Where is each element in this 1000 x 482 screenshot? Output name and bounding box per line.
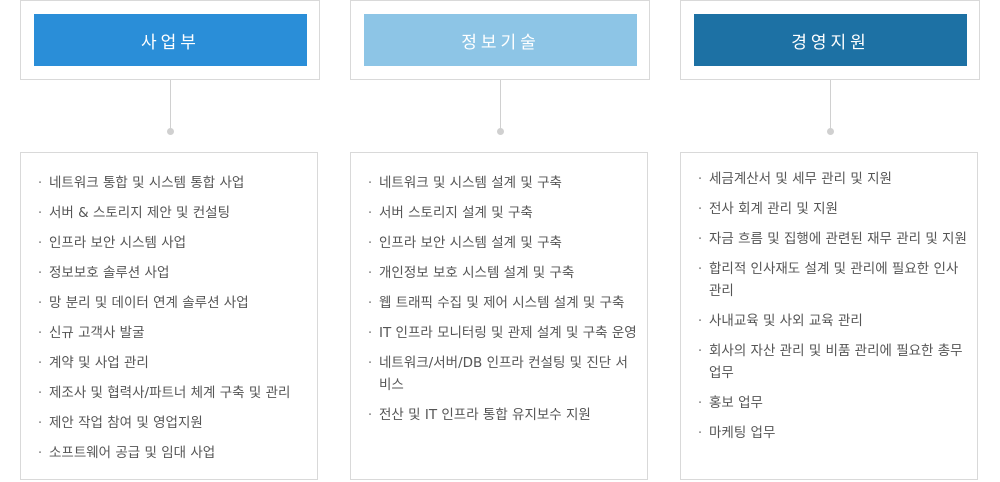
list-item: ·자금 흐름 및 집행에 관련된 재무 관리 및 지원 [681, 228, 977, 250]
bullet-icon: · [697, 343, 703, 359]
duty-list: ·네트워크 및 시스템 설계 및 구축 ·서버 스토리지 설계 및 구축 ·인프… [351, 153, 647, 426]
duty-list: ·네트워크 통합 및 시스템 통합 사업 ·서버 & 스토리지 제안 및 컨설팅… [21, 153, 317, 464]
bullet-icon: · [367, 407, 373, 423]
header-frame: 사업부 [20, 0, 320, 80]
duty-list: ·세금계산서 및 세무 관리 및 지원 ·전사 회계 관리 및 지원 ·자금 흐… [681, 153, 977, 444]
column-business: 사업부 ·네트워크 통합 및 시스템 통합 사업 ·서버 & 스토리지 제안 및… [20, 0, 320, 482]
column-it: 정보기술 ·네트워크 및 시스템 설계 및 구축 ·서버 스토리지 설계 및 구… [350, 0, 650, 482]
list-item: ·네트워크/서버/DB 인프라 컨설팅 및 진단 서비스 [351, 352, 647, 396]
connector-dot [827, 128, 834, 135]
bullet-icon: · [367, 235, 373, 251]
list-item: ·마케팅 업무 [681, 422, 977, 444]
bullet-icon: · [367, 205, 373, 221]
list-item: ·사내교육 및 사외 교육 관리 [681, 310, 977, 332]
bullet-icon: · [37, 175, 43, 191]
list-item: ·홍보 업무 [681, 392, 977, 414]
bullet-icon: · [697, 231, 703, 247]
bullet-icon: · [37, 295, 43, 311]
duty-list-box: ·세금계산서 및 세무 관리 및 지원 ·전사 회계 관리 및 지원 ·자금 흐… [680, 152, 978, 480]
bullet-icon: · [697, 171, 703, 187]
connector-line [500, 80, 501, 130]
bullet-icon: · [37, 355, 43, 371]
connector-dot [167, 128, 174, 135]
bullet-icon: · [37, 445, 43, 461]
list-item: ·서버 & 스토리지 제안 및 컨설팅 [21, 202, 317, 224]
list-item: ·제조사 및 협력사/파트너 체계 구축 및 관리 [21, 382, 317, 404]
bullet-icon: · [37, 235, 43, 251]
bullet-icon: · [37, 325, 43, 341]
header-business: 사업부 [34, 14, 307, 66]
list-item: ·개인정보 보호 시스템 설계 및 구축 [351, 262, 647, 284]
list-item: ·합리적 인사재도 설계 및 관리에 필요한 인사 관리 [681, 258, 977, 302]
connector-line [170, 80, 171, 130]
list-item: ·회사의 자산 관리 및 비품 관리에 필요한 총무 업무 [681, 340, 977, 384]
header-frame: 정보기술 [350, 0, 650, 80]
list-item: ·서버 스토리지 설계 및 구축 [351, 202, 647, 224]
list-item: ·소프트웨어 공급 및 임대 사업 [21, 442, 317, 464]
list-item: ·망 분리 및 데이터 연계 솔루션 사업 [21, 292, 317, 314]
list-item: ·네트워크 및 시스템 설계 및 구축 [351, 172, 647, 194]
list-item: ·계약 및 사업 관리 [21, 352, 317, 374]
list-item: ·신규 고객사 발굴 [21, 322, 317, 344]
list-item: ·전사 회계 관리 및 지원 [681, 198, 977, 220]
list-item: ·정보보호 솔루션 사업 [21, 262, 317, 284]
bullet-icon: · [367, 265, 373, 281]
header-management: 경영지원 [694, 14, 967, 66]
bullet-icon: · [37, 265, 43, 281]
header-frame: 경영지원 [680, 0, 980, 80]
bullet-icon: · [37, 385, 43, 401]
list-item: ·IT 인프라 모니터링 및 관제 설계 및 구축 운영 [351, 322, 647, 344]
header-it: 정보기술 [364, 14, 637, 66]
bullet-icon: · [37, 205, 43, 221]
duty-list-box: ·네트워크 통합 및 시스템 통합 사업 ·서버 & 스토리지 제안 및 컨설팅… [20, 152, 318, 480]
list-item: ·네트워크 통합 및 시스템 통합 사업 [21, 172, 317, 194]
connector-dot [497, 128, 504, 135]
list-item: ·전산 및 IT 인프라 통합 유지보수 지원 [351, 404, 647, 426]
bullet-icon: · [697, 313, 703, 329]
list-item: ·웹 트래픽 수집 및 제어 시스템 설계 및 구축 [351, 292, 647, 314]
bullet-icon: · [367, 175, 373, 191]
list-item: ·인프라 보안 시스템 설계 및 구축 [351, 232, 647, 254]
bullet-icon: · [37, 415, 43, 431]
bullet-icon: · [697, 261, 703, 277]
column-management: 경영지원 ·세금계산서 및 세무 관리 및 지원 ·전사 회계 관리 및 지원 … [680, 0, 980, 482]
connector-line [830, 80, 831, 130]
bullet-icon: · [697, 201, 703, 217]
bullet-icon: · [367, 325, 373, 341]
list-item: ·제안 작업 참여 및 영업지원 [21, 412, 317, 434]
bullet-icon: · [367, 355, 373, 371]
list-item: ·인프라 보안 시스템 사업 [21, 232, 317, 254]
list-item: ·세금계산서 및 세무 관리 및 지원 [681, 168, 977, 190]
bullet-icon: · [697, 425, 703, 441]
bullet-icon: · [367, 295, 373, 311]
duty-list-box: ·네트워크 및 시스템 설계 및 구축 ·서버 스토리지 설계 및 구축 ·인프… [350, 152, 648, 480]
bullet-icon: · [697, 395, 703, 411]
